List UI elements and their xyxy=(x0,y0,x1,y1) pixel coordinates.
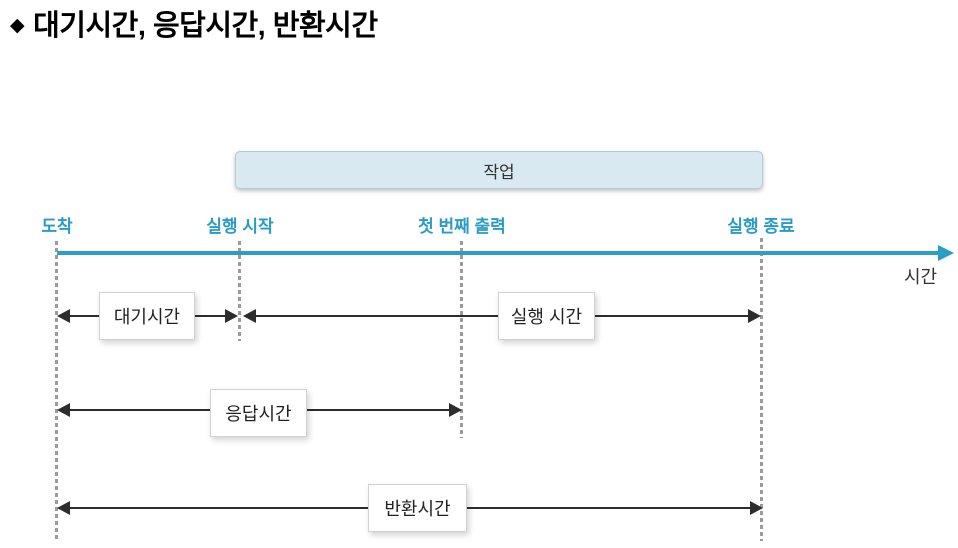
page-title-text: 대기시간, 응답시간, 반환시간 xyxy=(33,10,378,42)
time-axis-label: 시간 xyxy=(904,267,938,287)
guideline-arrival xyxy=(55,241,58,541)
arrowhead-right-icon xyxy=(748,309,761,323)
guideline-first-output xyxy=(460,241,463,438)
interval-label-turnaround-time: 반환시간 xyxy=(368,484,467,532)
interval-label-execution-time: 실행 시간 xyxy=(498,292,595,340)
marker-arrival-label: 도착 xyxy=(41,217,73,236)
guideline-exec-start xyxy=(238,241,241,341)
marker-exec-end-label: 실행 종료 xyxy=(727,217,795,236)
arrowhead-left-icon xyxy=(243,309,256,323)
timeline-axis xyxy=(57,251,938,255)
job-box: 작업 xyxy=(235,151,763,189)
arrowhead-left-icon xyxy=(57,309,70,323)
job-box-label: 작업 xyxy=(483,162,515,182)
interval-label-waiting-time: 대기시간 xyxy=(99,292,195,340)
arrowhead-right-icon xyxy=(750,501,763,515)
interval-label-response-time: 응답시간 xyxy=(210,389,307,437)
arrowhead-right-icon xyxy=(225,309,238,323)
arrowhead-left-icon xyxy=(57,501,70,515)
arrowhead-right-icon xyxy=(449,403,462,417)
marker-exec-start-label: 실행 시작 xyxy=(206,217,274,236)
arrowhead-left-icon xyxy=(57,403,70,417)
page-title: ◆ 대기시간, 응답시간, 반환시간 xyxy=(10,2,378,44)
timeline-arrowhead-icon xyxy=(938,245,954,261)
marker-first-output-label: 첫 번째 출력 xyxy=(418,217,506,236)
guideline-exec-end xyxy=(760,238,763,541)
diamond-bullet-icon: ◆ xyxy=(10,15,25,36)
